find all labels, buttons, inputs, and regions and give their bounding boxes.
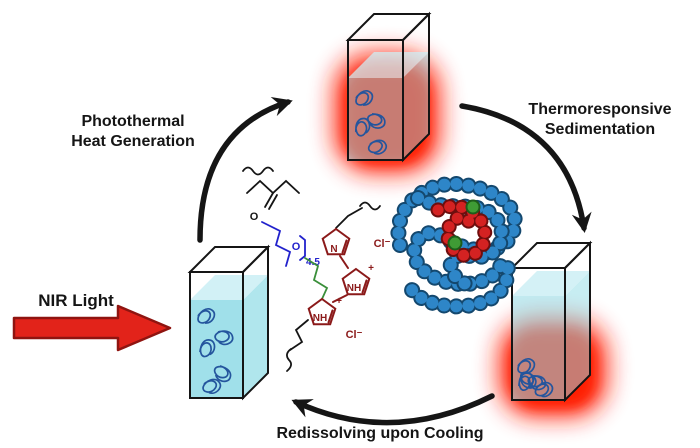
cuvette-wireframe (345, 11, 432, 163)
chloride-counterion-label: Cl⁻ (346, 329, 363, 341)
pyrrole-n-label: N (330, 244, 337, 255)
polymer-coil-model (390, 175, 523, 315)
nir-light-label: NIR Light (38, 291, 114, 310)
polymer-chemical-structure: O O 4.5 N NH NH + + Cl⁻ (242, 166, 391, 372)
thermoresponsive-step-line2: Sedimentation (544, 121, 656, 138)
redissolving-step-label: Redissolving upon Cooling (276, 425, 484, 442)
cycle-arrow-heating (197, 97, 293, 243)
green-bead (447, 235, 463, 251)
cuvette-dissolved (187, 244, 271, 401)
cuvette-sedimented (509, 240, 593, 403)
cycle-arrow-sedimentation (459, 103, 592, 233)
nir-light-arrow (12, 304, 172, 352)
ether-oxygen-label: O (292, 241, 301, 253)
cuvette-wireframe (187, 244, 271, 401)
thermoresponsive-step-line1: Thermoresponsive (528, 101, 672, 118)
peg-linker (261, 221, 306, 267)
chloride-counterion-label: Cl⁻ (374, 238, 391, 250)
positive-charge-label: + (368, 263, 374, 274)
cuvette-wireframe (509, 240, 593, 403)
cycle-arrow-redissolving (291, 393, 495, 426)
alkyl-linker (304, 257, 329, 300)
ester-oxygen-label: O (250, 211, 259, 223)
thermoresponsive-step-label: Thermoresponsive Sedimentation (505, 100, 695, 140)
photothermal-step-line2: Heat Generation (71, 133, 195, 150)
methacrylate-backbone (242, 166, 381, 372)
photothermal-step-label: Photothermal Heat Generation (48, 112, 218, 152)
cuvette-heated (345, 11, 432, 163)
pyrrole-nh-label: NH (313, 313, 327, 324)
pyrrole-nh-label: NH (347, 283, 361, 294)
positive-charge-label: + (336, 296, 342, 307)
polypyrrole-rings (307, 227, 371, 326)
photothermal-step-line1: Photothermal (81, 113, 185, 130)
green-bead (465, 199, 481, 215)
